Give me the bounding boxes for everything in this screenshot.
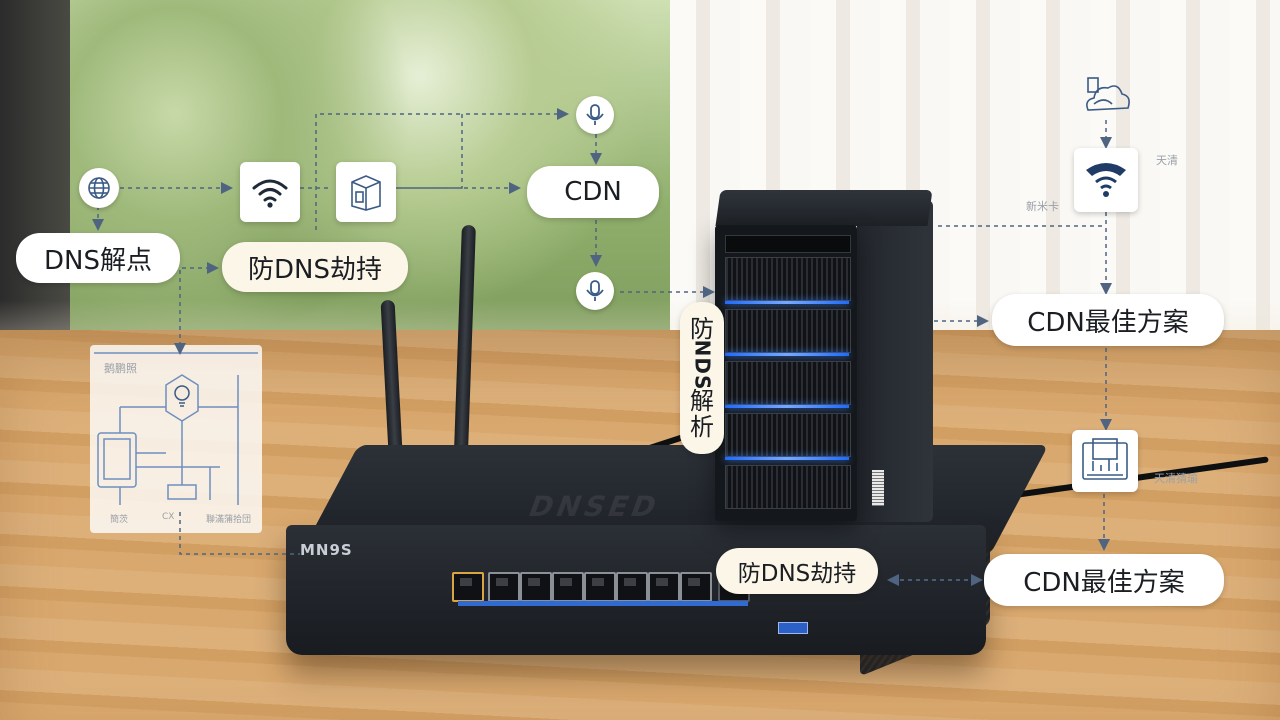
sketch-caption: 簡茨 — [110, 515, 129, 525]
vertical-label-char: 解 — [690, 387, 714, 415]
dns-resolution-vertical-label: 防 NDS 解 析 — [680, 302, 724, 454]
drive-bay — [725, 309, 851, 353]
cloud-hand-icon — [1080, 74, 1134, 120]
ethernet-port — [520, 572, 552, 602]
sketch-caption: CX — [162, 512, 175, 522]
faint-caption: 新米卡 — [1026, 200, 1059, 213]
microphone-icon — [576, 272, 614, 310]
anti-dns-hijack-label: 防DNS劫持 — [222, 242, 408, 292]
faint-caption: 天清 — [1156, 154, 1178, 167]
sketch-title: 鹅鹏照 — [104, 362, 137, 375]
router-logo: MN9S — [300, 541, 353, 559]
faint-caption: 天清猜瑜 — [1154, 472, 1198, 485]
server-chart-icon — [1072, 430, 1138, 492]
cdn-best-solution-label: CDN最佳方案 — [992, 294, 1224, 346]
drive-bay-led — [725, 301, 849, 304]
sketch-schematic — [94, 352, 258, 505]
ethernet-port — [488, 572, 520, 602]
vertical-label-char: 防 — [690, 315, 714, 343]
cdn-label: CDN — [527, 166, 659, 218]
box-icon — [336, 162, 396, 222]
wifi-icon — [240, 162, 300, 222]
dns-node-label: DNS解点 — [16, 233, 180, 283]
drive-bay — [725, 413, 851, 457]
server-barcode — [872, 470, 884, 506]
globe-icon — [79, 168, 119, 208]
drive-bay-led — [725, 353, 849, 356]
microphone-icon — [576, 96, 614, 134]
sketch-caption: 聯滿蒲拾団 — [206, 515, 252, 525]
router-signal-icon — [1074, 148, 1138, 212]
server-side — [857, 200, 933, 522]
drive-bay-led — [725, 405, 849, 408]
vertical-label-rotated: NDS — [690, 339, 714, 391]
drive-bay — [725, 361, 851, 405]
usb-port — [778, 622, 808, 634]
drive-bay — [725, 465, 851, 509]
drive-bay-led — [725, 457, 849, 460]
cdn-best-solution-label-2: CDN最佳方案 — [984, 554, 1224, 606]
port-led-strip — [458, 601, 748, 606]
server-control-panel — [725, 235, 851, 253]
ethernet-port — [648, 572, 680, 602]
server-tower — [715, 225, 857, 521]
sketch-panel — [90, 345, 262, 533]
vertical-label-char: 析 — [690, 413, 714, 441]
drive-bay — [725, 257, 851, 301]
anti-dns-hijack-label-2: 防DNS劫持 — [716, 548, 878, 594]
